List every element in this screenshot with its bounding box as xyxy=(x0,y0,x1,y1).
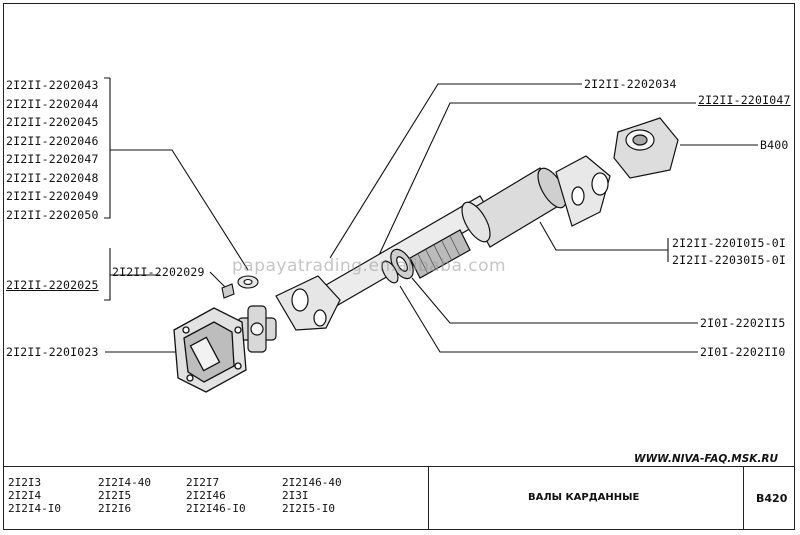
model-code: 2I2I5 xyxy=(98,489,132,502)
footer-divider xyxy=(743,467,744,529)
left-group-list: 2I2II-2202043 2I2II-2202044 2I2II-220204… xyxy=(6,76,99,224)
ring-b-leader xyxy=(399,285,698,353)
drawing-frame xyxy=(3,3,795,530)
shaft-leader xyxy=(539,221,669,262)
rings xyxy=(381,248,414,284)
part-number: 2I2II-2202047 xyxy=(6,152,99,166)
callout-top-right: 2I2II-220I047 xyxy=(698,93,791,107)
callout-ring-b: 2I0I-2202II0 xyxy=(700,345,786,359)
front-yoke xyxy=(275,275,341,331)
rear-yoke xyxy=(555,155,611,227)
front-flange xyxy=(173,307,247,393)
sheet-title: ВАЛЫ КАРДАННЫЕ xyxy=(528,492,640,503)
part-number: 2I2II-2202048 xyxy=(6,170,99,185)
part-number: 2I2II-2202045 xyxy=(6,115,99,129)
bolt-washer xyxy=(221,275,259,299)
callout-top-center: 2I2II-2202034 xyxy=(584,77,677,91)
callout-cv-joint: B400 xyxy=(760,138,789,152)
model-code: 2I2I3 xyxy=(8,476,42,489)
left-group-bracket xyxy=(104,77,249,271)
model-code: 2I2I46-40 xyxy=(282,476,342,489)
callout-shaft-b: 2I2II-22030I5-0I xyxy=(672,253,786,267)
model-code: 2I2I46 xyxy=(186,489,226,502)
universal-joint-cross xyxy=(237,305,277,353)
models-col-1: 2I2I3 2I2I4 2I2I4-I0 xyxy=(8,476,61,515)
model-code: 2I2I5-I0 xyxy=(282,502,335,515)
model-code: 2I2I6 xyxy=(98,502,132,515)
model-code: 2I2I46-I0 xyxy=(186,502,246,515)
website-link[interactable]: WWW.NIVA-FAQ.MSK.RU xyxy=(634,453,779,465)
models-col-4: 2I2I46-40 2I3I 2I2I5-I0 xyxy=(282,476,342,515)
footer-divider xyxy=(428,467,429,529)
model-code: 2I3I xyxy=(282,489,309,502)
top-center-leader xyxy=(329,83,582,259)
part-number: 2I2II-2202049 xyxy=(6,189,99,203)
footer-table xyxy=(3,466,795,530)
callout-flange-kit: 2I2II-2202025 xyxy=(6,278,99,292)
part-number: 2I2II-2202043 xyxy=(6,78,99,92)
model-code: 2I2I4 xyxy=(8,489,42,502)
flange-kit-bracket xyxy=(104,248,160,301)
callout-front-flange: 2I2II-220I023 xyxy=(6,345,99,359)
model-code: 2I2I4-40 xyxy=(98,476,151,489)
shaft-tube xyxy=(299,167,567,321)
bolt-leader xyxy=(209,271,227,289)
sheet-number: B420 xyxy=(756,492,788,505)
model-code: 2I2I7 xyxy=(186,476,220,489)
part-number: 2I2II-2202046 xyxy=(6,133,99,148)
model-code: 2I2I4-I0 xyxy=(8,502,61,515)
models-col-2: 2I2I4-40 2I2I5 2I2I6 xyxy=(98,476,151,515)
part-number: 2I2II-2202050 xyxy=(6,207,99,222)
cv-joint xyxy=(613,117,679,179)
part-number: 2I2II-2202044 xyxy=(6,96,99,111)
callout-bolt: 2I2II-2202029 xyxy=(112,265,205,279)
ring-a-leader xyxy=(411,277,698,324)
models-col-3: 2I2I7 2I2I46 2I2I46-I0 xyxy=(186,476,246,515)
watermark-text: papayatrading.en.alibaba.com xyxy=(232,256,507,276)
callout-ring-a: 2I0I-2202II5 xyxy=(700,316,786,330)
top-center-leader-2 xyxy=(371,102,696,271)
callout-shaft-a: 2I2II-220I0I5-0I xyxy=(672,236,786,250)
